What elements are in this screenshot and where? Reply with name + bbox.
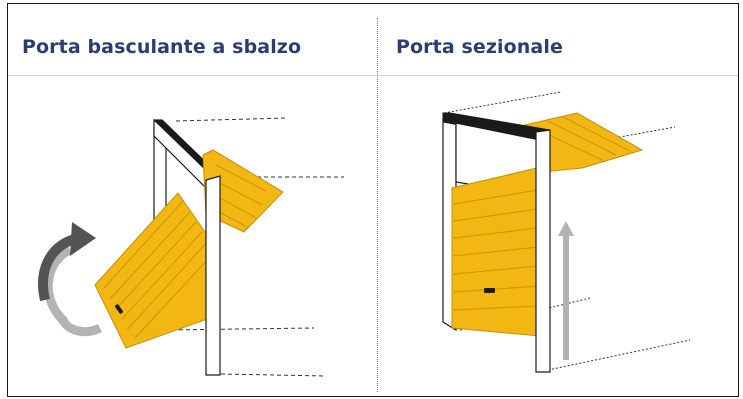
tilting-guide-lines (164, 117, 344, 377)
sectional-door-illustration (442, 91, 691, 373)
diagram-frame (7, 3, 739, 397)
sectional-panel-lines (453, 189, 540, 311)
sectional-door-handle (484, 288, 495, 293)
title-divider-line (8, 75, 738, 76)
frame-right-post (205, 175, 221, 376)
tilting-door-illustration (38, 117, 344, 377)
panel-divider (377, 18, 378, 392)
lower-panel-lines (102, 200, 210, 339)
tilting-door-handle (114, 304, 124, 314)
frame-right-post (535, 129, 551, 373)
up-arrow-icon (558, 221, 574, 360)
curved-arrow-icon (38, 222, 103, 337)
title-sectional-door: Porta sezionale (396, 36, 563, 58)
title-tilting-door: Porta basculante a sbalzo (22, 36, 302, 58)
